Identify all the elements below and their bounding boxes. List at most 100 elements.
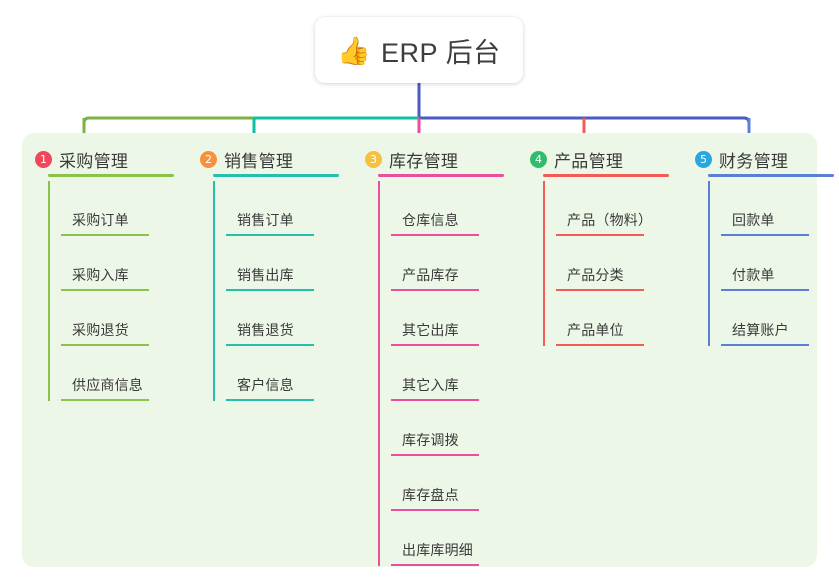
branch-header-5[interactable]: 5 财务管理 — [695, 133, 839, 175]
branch-item[interactable]: 销售出库 — [213, 236, 365, 291]
branch-item-label: 其它入库 — [402, 377, 459, 393]
branch-item[interactable]: 其它入库 — [378, 346, 530, 401]
branch-item-label: 销售出库 — [237, 267, 294, 283]
branch-underline — [48, 174, 174, 177]
branch-underline — [543, 174, 669, 177]
branch-item[interactable]: 供应商信息 — [48, 346, 200, 401]
branch-item-list: 仓库信息产品库存其它出库其它入库库存调拨库存盘点出库库明细 — [365, 181, 530, 566]
branch-item-label: 出库库明细 — [402, 542, 473, 558]
branch-item[interactable]: 产品单位 — [543, 291, 695, 346]
branch-item[interactable]: 销售订单 — [213, 181, 365, 236]
thumbs-up-icon: 👍 — [337, 35, 372, 66]
branch-item-label: 其它出库 — [402, 322, 459, 338]
branch-item-underline — [226, 289, 314, 291]
branch-header-1[interactable]: 1 采购管理 — [35, 133, 200, 175]
branch-title: 销售管理 — [224, 151, 294, 171]
branch-item[interactable]: 采购退货 — [48, 291, 200, 346]
branch-index-badge: 5 — [695, 150, 712, 168]
branch-item-label: 库存盘点 — [402, 487, 459, 503]
root-title: ERP 后台 — [381, 37, 501, 68]
branch-index-badge: 4 — [530, 150, 547, 168]
branch-item-label: 仓库信息 — [402, 212, 459, 228]
branch-column-5: 5 财务管理回款单付款单结算账户 — [695, 133, 839, 567]
branch-spine — [543, 181, 545, 346]
branch-underline — [213, 174, 339, 177]
branch-item-label: 销售退货 — [237, 322, 294, 338]
branch-title: 库存管理 — [389, 151, 459, 171]
branch-underline — [708, 174, 834, 177]
branch-item[interactable]: 采购订单 — [48, 181, 200, 236]
branch-item-label: 回款单 — [732, 212, 775, 228]
branch-column-1: 1 采购管理采购订单采购入库采购退货供应商信息 — [35, 133, 200, 567]
branch-spine — [708, 181, 710, 346]
branch-item-underline — [556, 344, 644, 346]
branch-item-label: 客户信息 — [237, 377, 294, 393]
branch-item-label: 产品（物料） — [567, 212, 653, 228]
branch-item-label: 结算账户 — [732, 322, 789, 338]
branch-spine — [48, 181, 50, 401]
branch-item-underline — [721, 289, 809, 291]
branch-item[interactable]: 产品库存 — [378, 236, 530, 291]
branch-item-underline — [556, 289, 644, 291]
branch-index-badge: 3 — [365, 150, 382, 168]
branch-item-underline — [226, 399, 314, 401]
branch-item[interactable]: 销售退货 — [213, 291, 365, 346]
branch-title: 财务管理 — [719, 151, 789, 171]
branch-item-underline — [61, 399, 149, 401]
branch-item[interactable]: 回款单 — [708, 181, 839, 236]
branch-item-underline — [391, 289, 479, 291]
branch-header-2[interactable]: 2 销售管理 — [200, 133, 365, 175]
branch-item-underline — [61, 344, 149, 346]
branch-item[interactable]: 库存调拨 — [378, 401, 530, 456]
branch-item[interactable]: 出库库明细 — [378, 511, 530, 566]
branch-item-underline — [391, 344, 479, 346]
branch-item-label: 销售订单 — [237, 212, 294, 228]
branch-item-label: 付款单 — [732, 267, 775, 283]
branch-index-badge: 2 — [200, 150, 217, 168]
branch-item-label: 产品单位 — [567, 322, 624, 338]
branch-header-3[interactable]: 3 库存管理 — [365, 133, 530, 175]
connector-bar-green — [82, 116, 254, 134]
branch-item[interactable]: 结算账户 — [708, 291, 839, 346]
branch-item[interactable]: 客户信息 — [213, 346, 365, 401]
branch-item-underline — [391, 564, 479, 566]
branch-underline — [378, 174, 504, 177]
branch-item-underline — [391, 399, 479, 401]
branch-spine — [378, 181, 380, 566]
branch-item-underline — [61, 289, 149, 291]
branch-item-underline — [226, 344, 314, 346]
branch-column-4: 4 产品管理产品（物料） 产品分类产品单位 — [530, 133, 695, 567]
branch-header-4[interactable]: 4 产品管理 — [530, 133, 695, 175]
branch-item-underline — [721, 234, 809, 236]
branch-column-3: 3 库存管理仓库信息产品库存其它出库其它入库库存调拨库存盘点出库库明细 — [365, 133, 530, 567]
branch-item-underline — [226, 234, 314, 236]
branch-item-label: 产品分类 — [567, 267, 624, 283]
branch-item[interactable]: 产品分类 — [543, 236, 695, 291]
branch-item-label: 供应商信息 — [72, 377, 143, 393]
branch-item-underline — [61, 234, 149, 236]
branch-item-list: 采购订单采购入库采购退货供应商信息 — [35, 181, 200, 401]
branch-item-underline — [391, 509, 479, 511]
branch-title: 采购管理 — [59, 151, 129, 171]
branch-item[interactable]: 产品（物料） — [543, 181, 695, 236]
branch-item-label: 产品库存 — [402, 267, 459, 283]
branch-item-underline — [721, 344, 809, 346]
branch-item-underline — [391, 234, 479, 236]
connector-bar-purple — [419, 116, 751, 134]
branch-item-list: 产品（物料） 产品分类产品单位 — [530, 181, 695, 346]
branch-index-badge: 1 — [35, 150, 52, 168]
branch-title: 产品管理 — [554, 151, 624, 171]
branch-item-label: 采购订单 — [72, 212, 129, 228]
root-node[interactable]: 👍 ERP 后台 — [315, 17, 523, 83]
branch-item[interactable]: 采购入库 — [48, 236, 200, 291]
branch-item[interactable]: 库存盘点 — [378, 456, 530, 511]
branch-item-list: 回款单付款单结算账户 — [695, 181, 839, 346]
branch-item-underline — [556, 234, 644, 236]
branch-item[interactable]: 其它出库 — [378, 291, 530, 346]
branch-item[interactable]: 仓库信息 — [378, 181, 530, 236]
branches-panel — [22, 133, 817, 567]
branch-item[interactable]: 付款单 — [708, 236, 839, 291]
branch-item-underline — [391, 454, 479, 456]
